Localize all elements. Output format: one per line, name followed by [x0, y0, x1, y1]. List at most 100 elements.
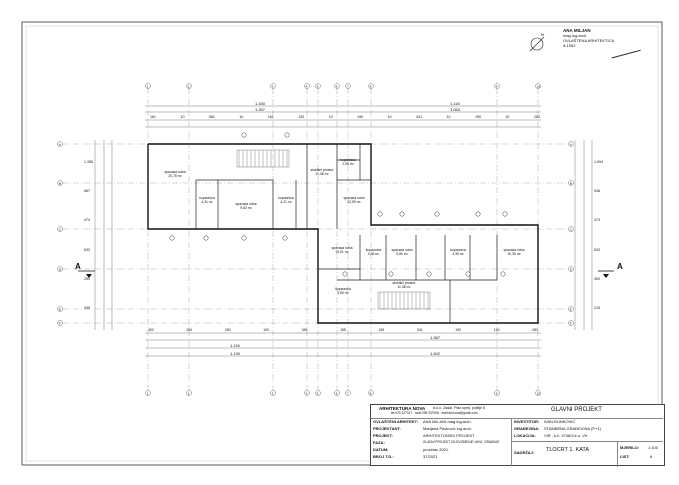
grid-label: A — [570, 142, 572, 146]
grid-label: C — [570, 227, 573, 231]
room-name: spavaća soba — [503, 248, 525, 252]
dim-value: 161 — [150, 115, 156, 119]
grid-label: F — [59, 321, 61, 325]
right-dims: 1.094 538 473 533 300 215 — [594, 160, 604, 310]
tb-value: ARHITEKTONSKI PROJEKT — [423, 433, 475, 438]
room-name: kupaonica — [199, 196, 215, 200]
dim-value: 161 — [267, 115, 274, 119]
stamp-title: mag.ing.arch. — [563, 33, 588, 38]
dim-top-row2-1: 1.397 — [255, 107, 266, 112]
room-area: 13,01 m² — [335, 250, 349, 254]
page-label: LIST: — [620, 454, 630, 459]
sheet-label: SADRŽAJ: — [514, 450, 535, 455]
room-name: kupaonica — [335, 287, 351, 291]
tb-label: GRAĐEVINA: — [514, 426, 540, 431]
tb-value: prosinac 2021. — [423, 447, 450, 452]
dim-value: 250 — [186, 328, 193, 332]
room-area: 3,80 m² — [337, 291, 349, 295]
dim-value: 120 — [298, 115, 305, 119]
tb-label: DATUM: — [373, 447, 389, 452]
architect-stamp: ANA MILJAN mag.ing.arch. OVLAŠTENA ARHIT… — [563, 28, 638, 56]
tb-label: OVLAŠTENI ARHITEKT: — [373, 419, 418, 424]
grid-label: 2 — [188, 391, 190, 395]
tb-value: VIR , k.č. 3746/3 k.o. Vir — [544, 433, 588, 438]
dim-value: 581 — [208, 115, 215, 119]
tb-label: PROJEKT: — [373, 433, 393, 438]
dim-value: 473 — [594, 218, 600, 223]
room-area: 4,36 m² — [367, 252, 380, 256]
dim-value: 10 — [328, 115, 333, 119]
tb-value: GLAVNI PROJEKT ZA IZVOĐENJE VANJ. GRADNJ… — [423, 440, 500, 444]
interior-walls — [195, 144, 498, 323]
tb-row-docnum: BROJ T.D.: 37/2021 — [373, 454, 509, 459]
grid-label: B — [570, 181, 572, 185]
grid-label: D — [570, 267, 573, 271]
dim-value: 300 — [148, 328, 154, 332]
room-name: kupaonica — [450, 248, 466, 252]
room-area: 20,78 m² — [168, 174, 182, 178]
room-name: kupaonica — [340, 158, 356, 162]
dim-value: 190 — [474, 115, 481, 119]
room-area: 4,35 m² — [452, 252, 464, 256]
tb-row-location: LOKACIJA: VIR , k.č. 3746/3 k.o. Vir — [514, 433, 662, 438]
grid-label: 6 — [336, 391, 338, 395]
room-area: 9,82 m² — [240, 206, 252, 210]
tb-label: INVESTITOR: — [514, 419, 540, 424]
grid-label: 9 — [496, 391, 498, 395]
room-area: 4,31 m² — [201, 200, 213, 204]
dim-value: 155 — [340, 328, 346, 332]
scale-label: MJERILO: — [620, 445, 640, 450]
scale-value: 1:100 — [648, 445, 659, 450]
grid-label: F — [570, 321, 572, 325]
tb-row-date: DATUM: prosinac 2021. — [373, 447, 509, 452]
dim-value: 567 — [84, 189, 90, 194]
grid-label: 4 — [306, 84, 308, 88]
tb-value: IVAN ĐUNKOVIĆ — [544, 419, 576, 424]
grid-label: 5 — [317, 391, 319, 395]
grid-label: 5 — [317, 84, 319, 88]
walls-outline — [147, 143, 539, 324]
tb-value: 37/2021 — [423, 454, 438, 459]
title-block: ARHITEKTURA NOVA d.o.o. Zadar, Plac spre… — [370, 404, 665, 467]
room-name: spavaća soba — [391, 248, 413, 252]
tb-row-architect: OVLAŠTENI ARHITEKT: ANA MILJAN mag.ing.a… — [373, 419, 509, 424]
room-area: 11,38 m² — [397, 285, 411, 289]
stairs-upper — [236, 149, 290, 168]
grid-label: 4 — [306, 391, 308, 395]
dim-value: 250 — [84, 276, 90, 281]
tb-label: PROJEKTANT: — [373, 426, 401, 431]
dim-value: 10 — [387, 115, 392, 119]
room-name: spavaća soba — [331, 246, 353, 250]
tb-row-designer: PROJEKTANT: Marijana Pavković ing.arch. — [373, 426, 509, 431]
tb-value: Marijana Pavković ing.arch. — [423, 426, 472, 431]
stamp-line3: OVLAŠTENA ARHITEKTICA — [563, 38, 615, 43]
dim-top-total-2: 1.116 — [450, 101, 460, 106]
room-area: 2,95 m² — [342, 162, 354, 166]
dim-value: 190 — [357, 115, 364, 119]
grid-label: 2 — [188, 84, 190, 88]
room-area: 11,38 m² — [315, 172, 329, 176]
dim-value: 10 — [239, 115, 244, 119]
firm-legal: d.o.o. Zadar, Plac sprej. politije 8 — [433, 406, 486, 410]
section-label-left: A — [75, 262, 81, 271]
grid-label: 1 — [147, 391, 149, 395]
room-name: spavaća soba — [164, 170, 186, 174]
dim-value: 283 — [533, 115, 540, 119]
stamp-name: ANA MILJAN — [563, 28, 591, 33]
grid-label: 8 — [370, 84, 372, 88]
dim-bottom-row2-1: 1.116 — [230, 343, 240, 348]
dim-value: 345 — [301, 328, 308, 332]
dim-value: 1.094 — [594, 160, 603, 164]
sheet-title: TLOCRT 1. KATA — [546, 447, 589, 453]
left-dims: 1.358 567 474 633 250 295 — [84, 160, 94, 310]
tb-value: ANA MILJAN mag.ing.arch. — [423, 419, 472, 424]
opening-markers — [169, 132, 508, 277]
dim-value: 533 — [594, 247, 600, 252]
